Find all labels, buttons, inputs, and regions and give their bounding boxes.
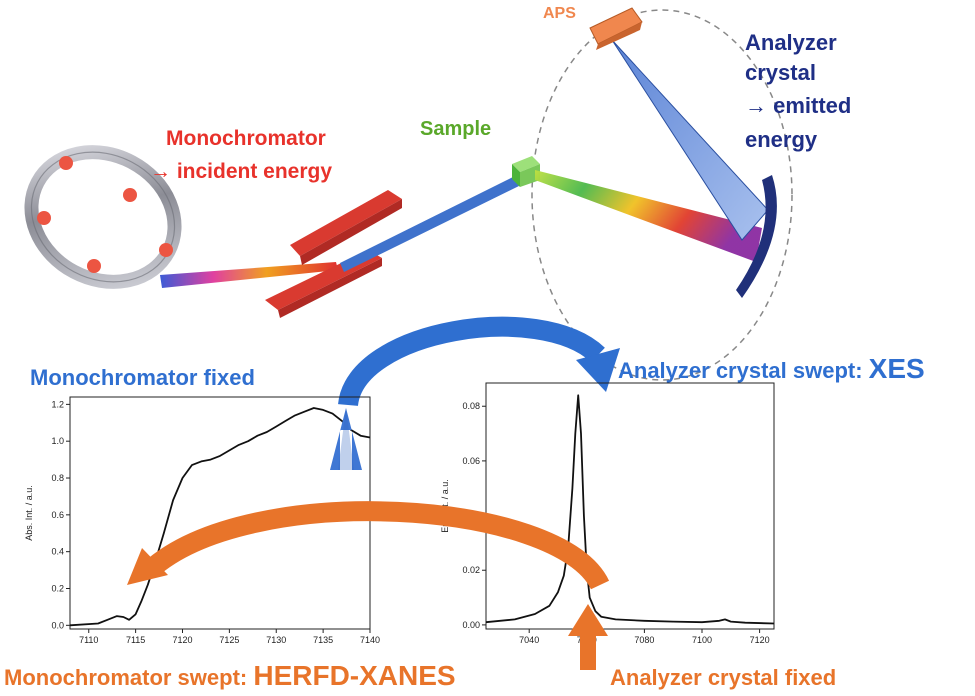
electron-bunch-icon: [123, 188, 137, 202]
mono-swept-emph: HERFD-XANES: [253, 660, 455, 691]
emitted-fan: [535, 170, 762, 262]
y-tick-label: 0.0: [51, 620, 64, 630]
electron-bunch-icon: [87, 259, 101, 273]
y-tick-label: 0.02: [462, 565, 480, 575]
storage-ring: [24, 145, 182, 289]
monochromatic-beam: [340, 176, 519, 272]
x-tick-label: 7100: [692, 635, 712, 645]
x-tick-label: 7120: [172, 635, 192, 645]
x-tick-label: 7135: [313, 635, 333, 645]
mono-fixed-arrow: [330, 408, 362, 470]
x-tick-label: 7130: [266, 635, 286, 645]
analyzer-swept-emph: XES: [869, 353, 925, 384]
y-tick-label: 0.6: [51, 510, 64, 520]
y-tick-label: 0.00: [462, 620, 480, 630]
incident-beam: [160, 262, 338, 288]
herfd-scan-arrow: [127, 501, 610, 591]
x-tick-label: 7115: [126, 635, 145, 645]
y-tick-label: 0.2: [51, 583, 64, 593]
y-axis-label: Abs. Int. / a.u.: [24, 485, 34, 541]
mono-fixed-label: Monochromator fixed: [30, 365, 255, 390]
analyzer-fixed-label: Analyzer crystal fixed: [610, 665, 836, 690]
analyzer-label-line4: energy: [745, 127, 818, 152]
mono-swept-label: Monochromator swept: HERFD-XANES: [4, 660, 456, 691]
x-tick-label: 7140: [360, 635, 380, 645]
y-tick-label: 0.08: [462, 401, 480, 411]
rowland-circle: [531, 9, 793, 381]
analyzer-label-line2: crystal: [745, 60, 816, 85]
x-tick-label: 7040: [519, 635, 539, 645]
x-tick-label: 7080: [634, 635, 654, 645]
y-tick-label: 1.2: [51, 399, 64, 409]
electron-bunch-icon: [59, 156, 73, 170]
analyzer-fixed-arrow: [568, 604, 608, 670]
sample-label: Sample: [420, 118, 491, 140]
diffracted-cone: [611, 39, 769, 241]
y-tick-label: 0.4: [51, 547, 64, 557]
y-tick-label: 0.8: [51, 473, 64, 483]
analyzer-label-line1: Analyzer: [745, 30, 837, 55]
aps-detector: [589, 7, 643, 50]
sample-cube: [512, 156, 540, 187]
x-tick-label: 7125: [219, 635, 239, 645]
y-tick-label: 0.06: [462, 456, 480, 466]
x-tick-label: 7120: [750, 635, 770, 645]
electron-bunch-icon: [159, 243, 173, 257]
y-tick-label: 1.0: [51, 436, 64, 446]
aps-label: APS: [543, 5, 576, 22]
analyzer-crystal: [736, 175, 777, 298]
plot-frame: [485, 382, 775, 630]
spectrum-line: [485, 394, 775, 625]
x-tick-label: 7110: [79, 635, 98, 645]
xes-scan-arrow: [338, 316, 620, 407]
monochromator-crystals: [265, 190, 402, 318]
mono-swept-prefix: Monochromator swept:: [4, 665, 253, 690]
mono-label-line1: Monochromator: [166, 127, 326, 150]
analyzer-swept-prefix: Analyzer crystal swept:: [618, 358, 869, 383]
analyzer-label-line3: → emitted: [745, 93, 851, 118]
spectrum-line: [69, 407, 371, 627]
electron-bunch-icon: [37, 211, 51, 225]
mono-label-line2: → incident energy: [150, 160, 332, 183]
analyzer-swept-label: Analyzer crystal swept: XES: [618, 353, 925, 384]
herfd-xanes-chart: 7110 7115 7120 7125 7130 7135 7140 0.0 0.2 0.4 0.6…: [24, 396, 380, 645]
